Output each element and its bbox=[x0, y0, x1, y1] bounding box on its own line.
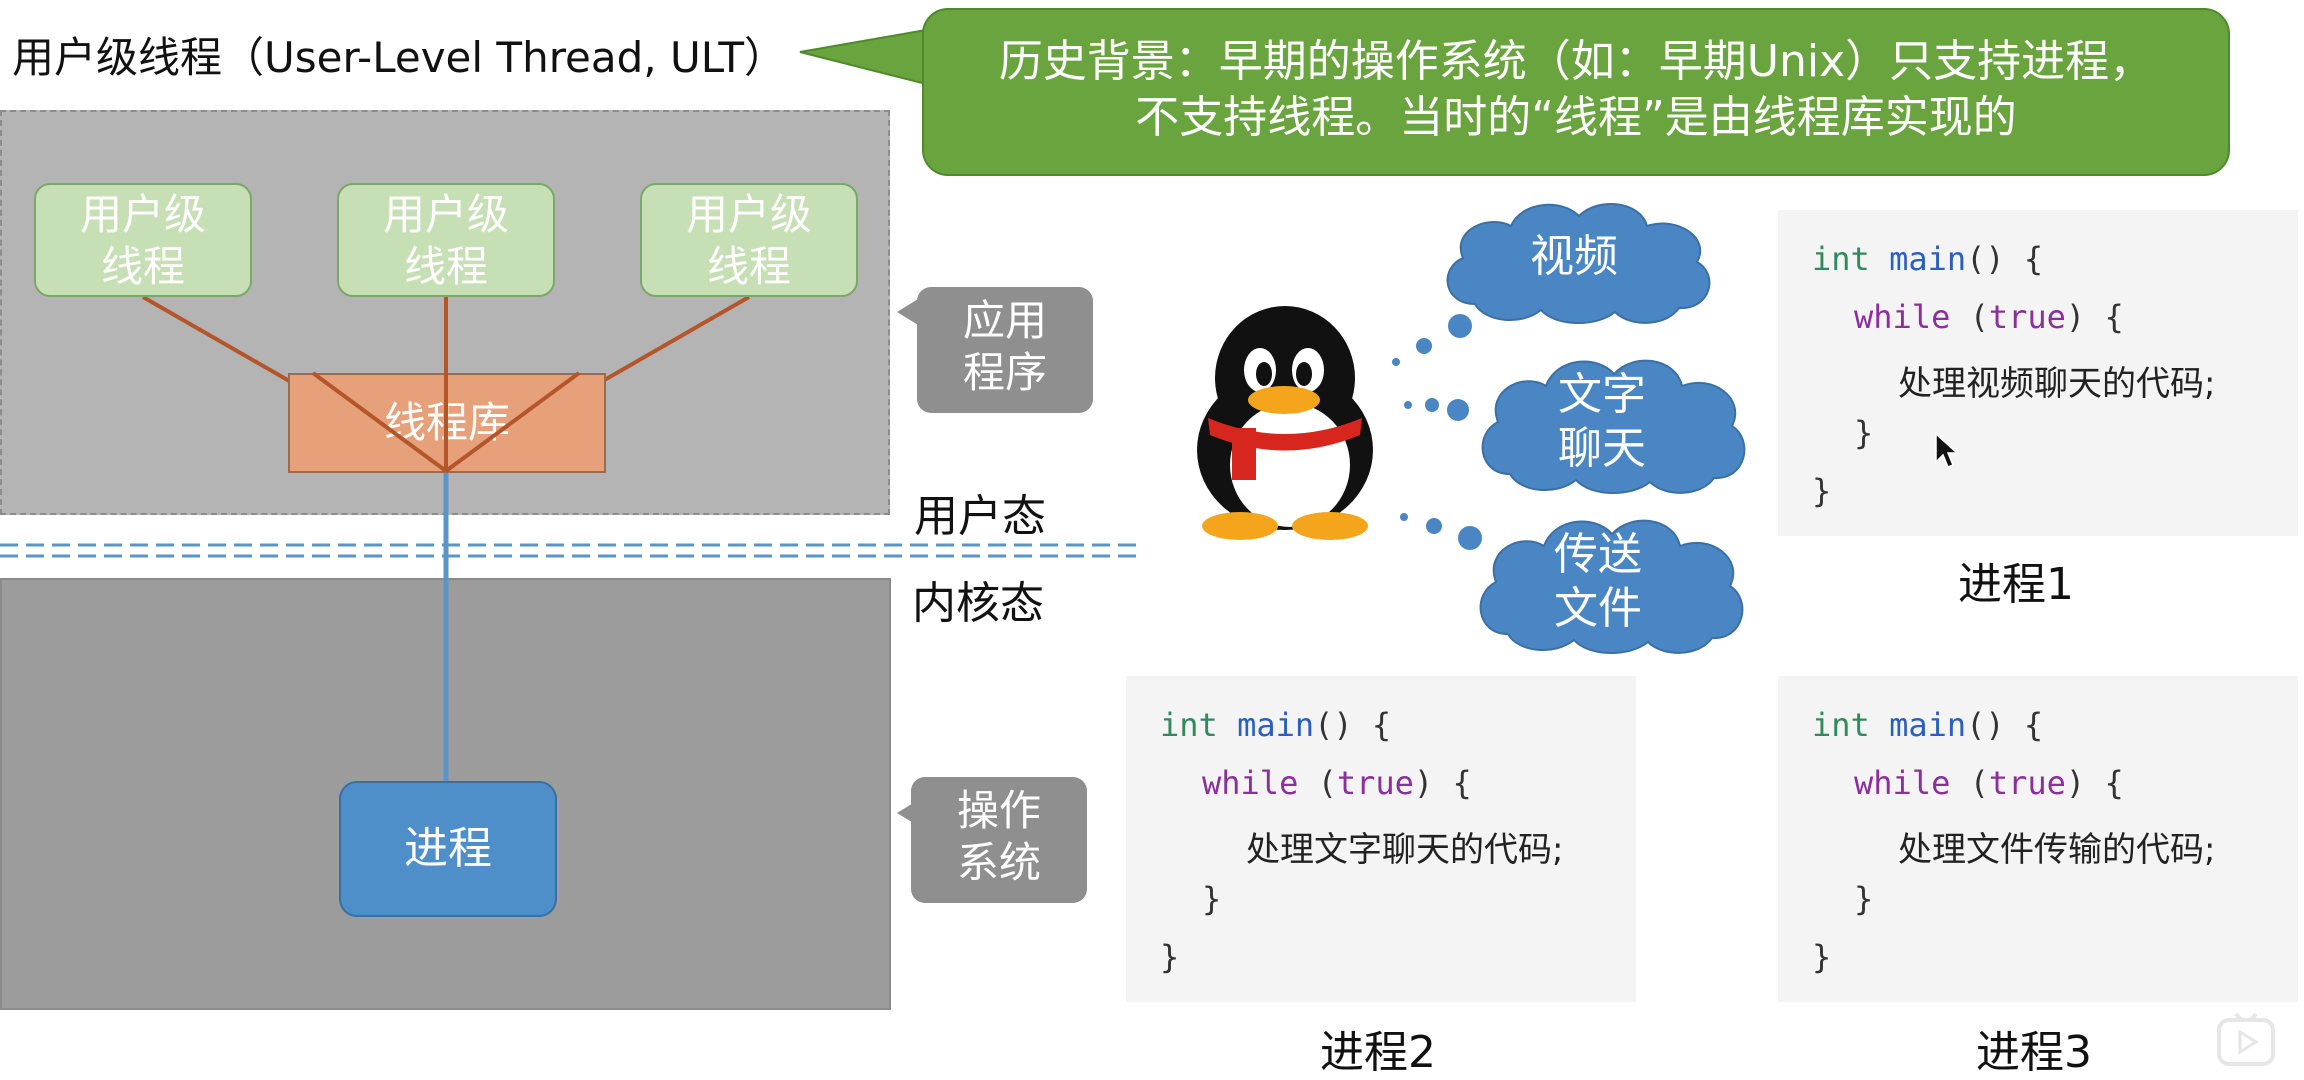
code-main-rest: () { bbox=[1966, 240, 2044, 278]
kernel-mode-label: 内核态 bbox=[912, 578, 1044, 629]
code-while-rest: ) { bbox=[2065, 764, 2124, 802]
code-main-rest: () { bbox=[1966, 706, 2044, 744]
code-while-rest: ) { bbox=[1413, 764, 1472, 802]
code-line-body: 处理视频聊天的代码; bbox=[1898, 364, 2216, 404]
app-label-line2: 程序 bbox=[962, 348, 1047, 397]
app-label-pointer bbox=[897, 296, 923, 328]
cloud-file-line1: 传送 bbox=[1554, 529, 1642, 580]
code-main: main bbox=[1237, 706, 1315, 744]
ult-label-line1: 用户级 bbox=[685, 190, 812, 239]
ult-label-line1: 用户级 bbox=[79, 190, 206, 239]
cloud-text-chat bbox=[1481, 359, 1746, 494]
code-int: int bbox=[1160, 706, 1218, 744]
code-paren: ( bbox=[1950, 764, 1989, 802]
code-while: while bbox=[1202, 764, 1299, 802]
callout-line-1: 历史背景：早期的操作系统（如：早期Unix）只支持进程， bbox=[998, 36, 2154, 87]
user-level-thread-box-2: 用户级 线程 bbox=[337, 183, 555, 297]
cloud-video bbox=[1446, 202, 1711, 324]
play-button-icon[interactable] bbox=[2216, 1012, 2276, 1068]
code-line-main: int main() { bbox=[1160, 706, 1391, 744]
ult-label-line2: 线程 bbox=[100, 242, 185, 291]
code-line-close-outer: } bbox=[1160, 938, 1180, 976]
qq-penguin-icon bbox=[1197, 306, 1373, 540]
ult-label-line2: 线程 bbox=[403, 242, 488, 291]
app-label-line1: 应用 bbox=[962, 296, 1047, 345]
code-line-while: while (true) { bbox=[1854, 764, 2124, 802]
code-panel-process-3: int main() { while (true) { 处理文件传输的代码; }… bbox=[1778, 676, 2298, 1002]
history-callout: 历史背景：早期的操作系统（如：早期Unix）只支持进程， 不支持线程。当时的“线… bbox=[922, 8, 2230, 176]
cloud-file-transfer bbox=[1479, 519, 1744, 654]
code-main: main bbox=[1889, 240, 1967, 278]
cloud-text-chat-line1: 文字 bbox=[1558, 369, 1646, 420]
code-line-close-inner: } bbox=[1854, 414, 1874, 452]
code-line-while: while (true) { bbox=[1202, 764, 1472, 802]
code-main: main bbox=[1889, 706, 1967, 744]
code-line-main: int main() { bbox=[1812, 240, 2043, 278]
caption-process-2: 进程2 bbox=[1320, 1027, 1436, 1078]
code-line-close-outer: } bbox=[1812, 472, 1832, 510]
cloud-file-line2: 文件 bbox=[1554, 583, 1642, 634]
code-true: true bbox=[1988, 298, 2066, 336]
code-line-main: int main() { bbox=[1812, 706, 2043, 744]
ult-label-line1: 用户级 bbox=[382, 190, 509, 239]
code-line-close-inner: } bbox=[1202, 880, 1222, 918]
caption-process-3: 进程3 bbox=[1976, 1027, 2092, 1078]
cloud-text-chat-line2: 聊天 bbox=[1558, 423, 1646, 474]
caption-process-1: 进程1 bbox=[1958, 559, 2074, 610]
code-panel-process-2: int main() { while (true) { 处理文字聊天的代码; }… bbox=[1126, 676, 1636, 1002]
slide-title: 用户级线程（User-Level Thread, ULT） bbox=[12, 33, 786, 82]
cloud-video-line1: 视频 bbox=[1530, 231, 1618, 282]
ult-label-line2: 线程 bbox=[706, 242, 791, 291]
user-level-thread-box-1: 用户级 线程 bbox=[34, 183, 252, 297]
code-true: true bbox=[1336, 764, 1414, 802]
application-label: 应用 程序 bbox=[917, 287, 1093, 413]
code-line-body: 处理文件传输的代码; bbox=[1898, 830, 2216, 870]
cloud-file-transfer-label: 传送 文件 bbox=[1508, 528, 1688, 636]
code-line-body: 处理文字聊天的代码; bbox=[1246, 830, 1564, 870]
code-paren: ( bbox=[1298, 764, 1337, 802]
code-line-while: while (true) { bbox=[1854, 298, 2124, 336]
code-int: int bbox=[1812, 706, 1870, 744]
code-line-close-outer: } bbox=[1812, 938, 1832, 976]
code-while-rest: ) { bbox=[2065, 298, 2124, 336]
mouse-cursor-icon bbox=[1935, 432, 1959, 468]
cloud-video-label: 视频 bbox=[1484, 230, 1664, 284]
user-level-thread-box-3: 用户级 线程 bbox=[640, 183, 858, 297]
code-panel-process-1: int main() { while (true) { 处理视频聊天的代码; }… bbox=[1778, 210, 2298, 536]
code-int: int bbox=[1812, 240, 1870, 278]
cloud-text-chat-label: 文字 聊天 bbox=[1512, 368, 1692, 476]
code-while: while bbox=[1854, 764, 1951, 802]
user-mode-label: 用户态 bbox=[914, 491, 1046, 542]
operating-system-label: 操作 系统 bbox=[911, 777, 1087, 903]
os-label-line2: 系统 bbox=[956, 838, 1041, 887]
callout-line-2: 不支持线程。当时的“线程”是由线程库实现的 bbox=[1135, 92, 2017, 143]
mode-separator bbox=[0, 543, 1136, 558]
code-paren: ( bbox=[1950, 298, 1989, 336]
process-box: 进程 bbox=[339, 781, 557, 917]
code-main-rest: () { bbox=[1314, 706, 1392, 744]
thought-dots bbox=[1392, 314, 1482, 550]
code-while: while bbox=[1854, 298, 1951, 336]
code-line-close-inner: } bbox=[1854, 880, 1874, 918]
thread-connectors-overlay bbox=[311, 371, 581, 473]
code-true: true bbox=[1988, 764, 2066, 802]
os-label-line1: 操作 bbox=[956, 786, 1041, 835]
